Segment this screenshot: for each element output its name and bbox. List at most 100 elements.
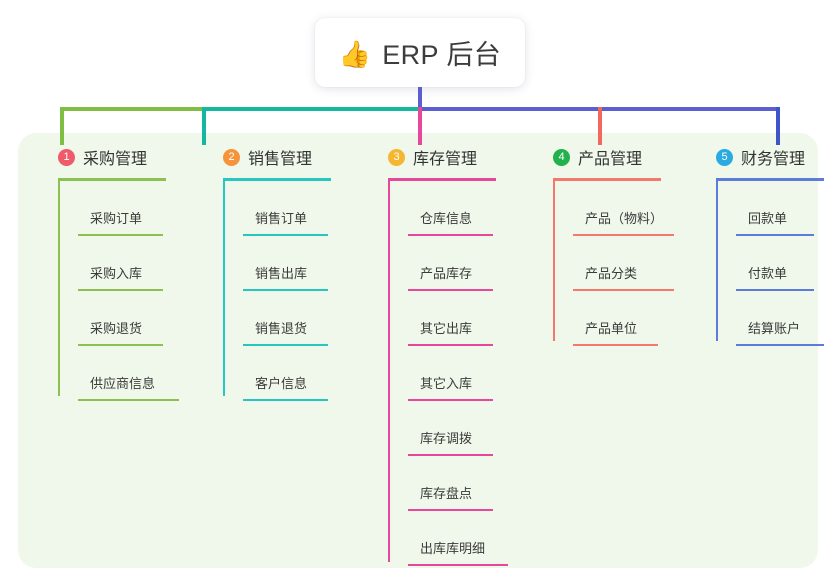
drop-purchasing	[60, 107, 64, 145]
leaf-label: 销售订单	[255, 211, 308, 226]
branch-spine	[223, 181, 225, 396]
leaf-rule	[78, 234, 163, 236]
leaf-rule	[408, 564, 508, 566]
branch-number-badge: 4	[553, 148, 570, 166]
branch-column-inventory: 3 库存管理仓库信息产品库存其它出库其它入库库存调拨库存盘点出库库明细	[368, 145, 508, 566]
leaf-rule	[408, 509, 493, 511]
branch-header-rule	[388, 178, 496, 181]
leaf-rule	[408, 399, 493, 401]
leaf-label: 其它入库	[420, 376, 473, 391]
branch-title: 库存管理	[413, 151, 478, 168]
branch-column-product: 4 产品管理产品（物料） 产品分类产品单位	[533, 145, 674, 346]
branch-items-sales: 销售订单销售出库销售退货客户信息	[203, 181, 331, 401]
branch-number-badge: 1	[58, 148, 75, 166]
diagram-panel	[18, 133, 818, 568]
leaf-rule	[78, 289, 163, 291]
leaf-node[interactable]: 出库库明细	[388, 511, 508, 566]
branch-column-purchasing: 1 采购管理采购订单采购入库采购退货供应商信息	[38, 145, 179, 401]
bus-green	[60, 107, 202, 111]
leaf-rule	[573, 344, 658, 346]
branch-header-purchasing[interactable]: 1 采购管理	[38, 145, 166, 169]
leaf-label: 结算账户	[748, 321, 801, 336]
branch-items-inventory: 仓库信息产品库存其它出库其它入库库存调拨库存盘点出库库明细	[368, 181, 508, 566]
leaf-node[interactable]: 其它出库	[388, 291, 496, 346]
leaf-label: 采购入库	[90, 266, 143, 281]
leaf-label: 客户信息	[255, 376, 308, 391]
leaf-rule	[736, 289, 814, 291]
root-node-title: ERP 后台	[382, 40, 502, 70]
branch-header-rule	[58, 178, 166, 181]
leaf-rule	[408, 344, 493, 346]
branch-column-finance: 5 财务管理回款单付款单结算账户	[696, 145, 824, 346]
leaf-node[interactable]: 采购入库	[58, 236, 166, 291]
leaf-label: 其它出库	[420, 321, 473, 336]
leaf-node[interactable]: 产品库存	[388, 236, 496, 291]
leaf-node[interactable]: 销售退货	[223, 291, 331, 346]
leaf-node[interactable]: 其它入库	[388, 346, 496, 401]
branch-number-badge: 5	[716, 148, 733, 166]
leaf-label: 采购退货	[90, 321, 143, 336]
branch-title: 产品管理	[578, 151, 643, 168]
leaf-node[interactable]: 销售出库	[223, 236, 331, 291]
branch-header-rule	[223, 178, 331, 181]
leaf-node[interactable]: 库存调拨	[388, 401, 496, 456]
leaf-rule	[573, 234, 674, 236]
leaf-node[interactable]: 销售订单	[223, 181, 331, 236]
leaf-node[interactable]: 客户信息	[223, 346, 331, 401]
leaf-node[interactable]: 产品单位	[553, 291, 661, 346]
bus-teal	[202, 107, 420, 111]
root-stem-connector	[418, 87, 422, 109]
branch-header-rule	[716, 178, 824, 181]
leaf-node[interactable]: 采购退货	[58, 291, 166, 346]
branch-title: 财务管理	[741, 151, 806, 168]
leaf-node[interactable]: 仓库信息	[388, 181, 496, 236]
leaf-rule	[736, 344, 824, 346]
leaf-node[interactable]: 回款单	[716, 181, 824, 236]
leaf-rule	[736, 234, 814, 236]
leaf-label: 出库库明细	[420, 541, 486, 556]
leaf-rule	[408, 289, 493, 291]
branch-title: 采购管理	[83, 151, 148, 168]
leaf-node[interactable]: 采购订单	[58, 181, 166, 236]
branch-title: 销售管理	[248, 151, 313, 168]
leaf-rule	[573, 289, 674, 291]
branch-number-badge: 3	[388, 148, 405, 166]
branch-header-finance[interactable]: 5 财务管理	[696, 145, 824, 169]
leaf-label: 销售出库	[255, 266, 308, 281]
branch-spine	[553, 181, 555, 341]
drop-product	[598, 107, 602, 145]
leaf-node[interactable]: 产品分类	[553, 236, 674, 291]
leaf-node[interactable]: 产品（物料）	[553, 181, 674, 236]
leaf-node[interactable]: 付款单	[716, 236, 824, 291]
branch-header-inventory[interactable]: 3 库存管理	[368, 145, 496, 169]
leaf-label: 供应商信息	[90, 376, 156, 391]
branch-items-purchasing: 采购订单采购入库采购退货供应商信息	[38, 181, 179, 401]
leaf-rule	[408, 454, 493, 456]
leaf-node[interactable]: 库存盘点	[388, 456, 496, 511]
leaf-node[interactable]: 结算账户	[716, 291, 824, 346]
branch-items-finance: 回款单付款单结算账户	[696, 181, 824, 346]
leaf-label: 产品单位	[585, 321, 638, 336]
branch-spine	[58, 181, 60, 396]
leaf-label: 产品库存	[420, 266, 473, 281]
leaf-label: 付款单	[748, 266, 788, 281]
leaf-label: 仓库信息	[420, 211, 473, 226]
leaf-rule	[243, 289, 328, 291]
branch-items-product: 产品（物料） 产品分类产品单位	[533, 181, 674, 346]
leaf-rule	[243, 234, 328, 236]
leaf-rule	[408, 234, 493, 236]
leaf-label: 采购订单	[90, 211, 143, 226]
leaf-node[interactable]: 供应商信息	[58, 346, 179, 401]
branch-spine	[716, 181, 718, 341]
thumbs-up-icon: 👍	[338, 38, 372, 69]
leaf-label: 产品分类	[585, 266, 638, 281]
leaf-label: 销售退货	[255, 321, 308, 336]
drop-sales	[202, 107, 206, 145]
root-node-erp-backend[interactable]: 👍 ERP 后台	[315, 18, 525, 87]
branch-header-product[interactable]: 4 产品管理	[533, 145, 661, 169]
leaf-rule	[78, 399, 179, 401]
leaf-label: 库存盘点	[420, 486, 473, 501]
drop-inventory	[418, 107, 422, 145]
